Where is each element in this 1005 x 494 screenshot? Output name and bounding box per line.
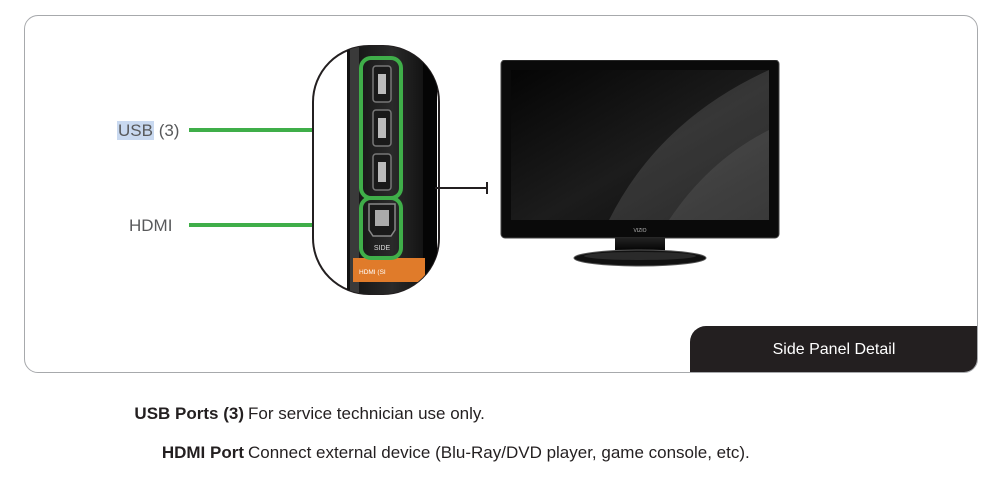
usb-port-icon bbox=[372, 65, 392, 103]
hdmi-strip-label: HDMI (SI bbox=[359, 269, 386, 276]
hdmi-port-icon bbox=[368, 203, 396, 237]
diagram-panel: USB (3) HDMI bbox=[24, 15, 978, 373]
legend-term: USB Ports (3) bbox=[134, 404, 244, 423]
hdmi-highlight-outline bbox=[359, 196, 403, 260]
caption-text: Side Panel Detail bbox=[772, 340, 896, 358]
legend-description: Connect external device (Blu-Ray/DVD pla… bbox=[248, 443, 750, 462]
usb-callout-label: USB (3) bbox=[117, 121, 179, 141]
side-label: SIDE bbox=[374, 245, 391, 252]
legend-term: HDMI Port bbox=[161, 443, 244, 462]
hdmi-callout-label: HDMI bbox=[129, 216, 173, 235]
side-panel-zoom: SIDE HDMI (SI bbox=[312, 45, 440, 295]
usb-leader-line bbox=[189, 128, 357, 132]
side-panel-caption: Side Panel Detail bbox=[690, 326, 977, 372]
usb-port-icon bbox=[372, 109, 392, 147]
tv-illustration: VIZIO bbox=[500, 60, 780, 267]
tv-brand-logo: VIZIO bbox=[633, 228, 646, 234]
usb-count: (3) bbox=[153, 121, 180, 140]
usb-label-highlight: USB bbox=[117, 121, 154, 140]
usb-port-icon bbox=[372, 153, 392, 191]
legend-description: For service technician use only. bbox=[248, 404, 485, 423]
hdmi-leader-line bbox=[189, 223, 357, 227]
connector-line bbox=[435, 182, 488, 194]
